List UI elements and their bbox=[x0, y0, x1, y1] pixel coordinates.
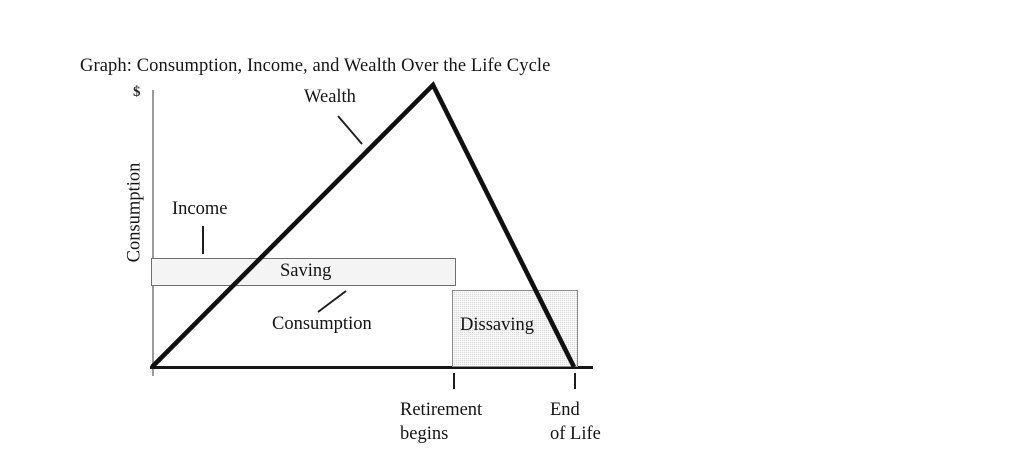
x-tick-label-retirement: Retirement begins bbox=[400, 398, 482, 446]
consumption-annotation-label: Consumption bbox=[272, 314, 372, 334]
x-tick-label-end-of-life: End of Life bbox=[550, 398, 601, 446]
dollar-sign-axis-unit: $ bbox=[133, 84, 141, 100]
figure-title: Graph: Consumption, Income, and Wealth O… bbox=[80, 56, 551, 76]
wealth-annotation-label: Wealth bbox=[304, 87, 356, 107]
x-tick-label-end-of-life-line1: End bbox=[550, 400, 580, 420]
consumption-leader-line bbox=[317, 290, 347, 313]
x-tick-label-retirement-line1: Retirement bbox=[400, 400, 483, 420]
y-axis-line bbox=[152, 90, 154, 376]
saving-region-label: Saving bbox=[280, 261, 332, 281]
x-tick-label-end-of-life-line2: of Life bbox=[550, 424, 601, 444]
x-tick-retirement bbox=[453, 373, 455, 389]
wealth-leader-line bbox=[337, 115, 363, 145]
y-axis-label: Consumption bbox=[124, 162, 145, 263]
plot-area: $ Consumption Saving Dissaving Wealth In… bbox=[100, 81, 620, 444]
income-leader-line bbox=[202, 226, 204, 254]
x-tick-label-retirement-line2: begins bbox=[400, 424, 449, 444]
x-tick-end-of-life bbox=[574, 373, 576, 389]
dissaving-region-label: Dissaving bbox=[460, 315, 534, 335]
income-annotation-label: Income bbox=[172, 199, 228, 219]
